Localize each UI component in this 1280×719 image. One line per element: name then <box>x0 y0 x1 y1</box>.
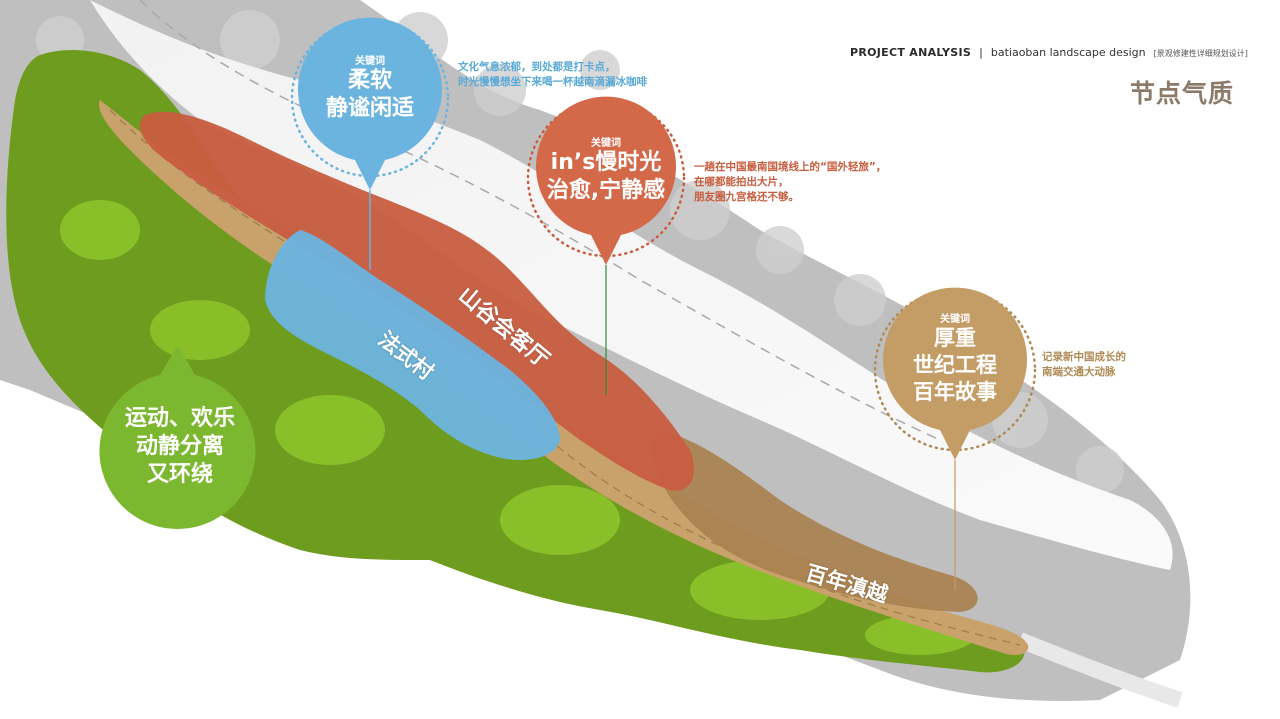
page-title: 节点气质 <box>1130 79 1235 108</box>
red-keyword-bubble: 关键词 in’s慢时光 治愈,宁静感 <box>531 134 681 205</box>
tan-keyword-bubble: 关键词 厚重 世纪工程 百年故事 <box>885 310 1025 406</box>
keyword-label: 关键词 <box>591 138 621 149</box>
bubble-line: 柔软 <box>347 68 392 93</box>
bubble-line: 世纪工程 <box>913 353 997 377</box>
note-line: 文化气息浓郁，到处都是打卡点， <box>458 61 616 73</box>
green-keyword-bubble: 运动、欢乐 动静分离 又环绕 <box>95 405 265 489</box>
keyword-label: 关键词 <box>940 314 970 325</box>
bubble-line: 治愈,宁静感 <box>546 178 666 203</box>
green-zone <box>6 50 1025 673</box>
project-label: PROJECT ANALYSIS <box>850 46 972 59</box>
bubble-line: in’s慢时光 <box>550 150 662 175</box>
bubble-line: 静谧闲适 <box>325 96 414 121</box>
green-bubble-shape <box>99 345 256 530</box>
note-line: 记录新中国成长的 <box>1042 351 1126 363</box>
tan-note: 记录新中国成长的 南端交通大动脉 <box>1042 350 1126 380</box>
keyword-label: 关键词 <box>355 56 385 67</box>
blue-bubble-shape <box>298 17 443 190</box>
blue-zone <box>265 230 560 460</box>
bubble-line: 厚重 <box>934 326 976 350</box>
bubble-line: 动静分离 <box>135 434 224 459</box>
tan-bubble-shape <box>883 287 1027 460</box>
project-subtitle-cn: [景观修建性详细规划设计] <box>1153 49 1248 58</box>
bubble-line: 百年故事 <box>913 380 997 404</box>
tan-zone <box>652 430 978 612</box>
bubble-line: 运动、欢乐 <box>124 406 235 431</box>
red-note: 一趟在中国最南国境线上的“国外轻旅”， 在哪都能拍出大片， 朋友圈九宫格还不够。 <box>694 160 886 205</box>
bubble-line: 又环绕 <box>146 462 213 487</box>
note-line: 时光慢慢想坐下来喝一杯越南滴漏冰咖啡 <box>458 76 647 88</box>
red-bubble-shape <box>536 96 676 266</box>
note-line: 朋友圈九宫格还不够。 <box>694 191 799 203</box>
note-line: 一趟在中国最南国境线上的“国外轻旅”， <box>694 161 887 173</box>
blue-note: 文化气息浓郁，到处都是打卡点， 时光慢慢想坐下来喝一杯越南滴漏冰咖啡 <box>458 60 647 90</box>
header-separator: | <box>979 46 983 59</box>
note-line: 在哪都能拍出大片， <box>694 176 789 188</box>
note-line: 南端交通大动脉 <box>1042 366 1116 378</box>
red-zone <box>139 111 694 491</box>
blue-keyword-bubble: 关键词 柔软 静谧闲适 <box>300 52 440 123</box>
page-header: PROJECT ANALYSIS | batiaoban landscape des… <box>850 46 1248 59</box>
project-subtitle: batiaoban landscape design <box>990 46 1146 59</box>
